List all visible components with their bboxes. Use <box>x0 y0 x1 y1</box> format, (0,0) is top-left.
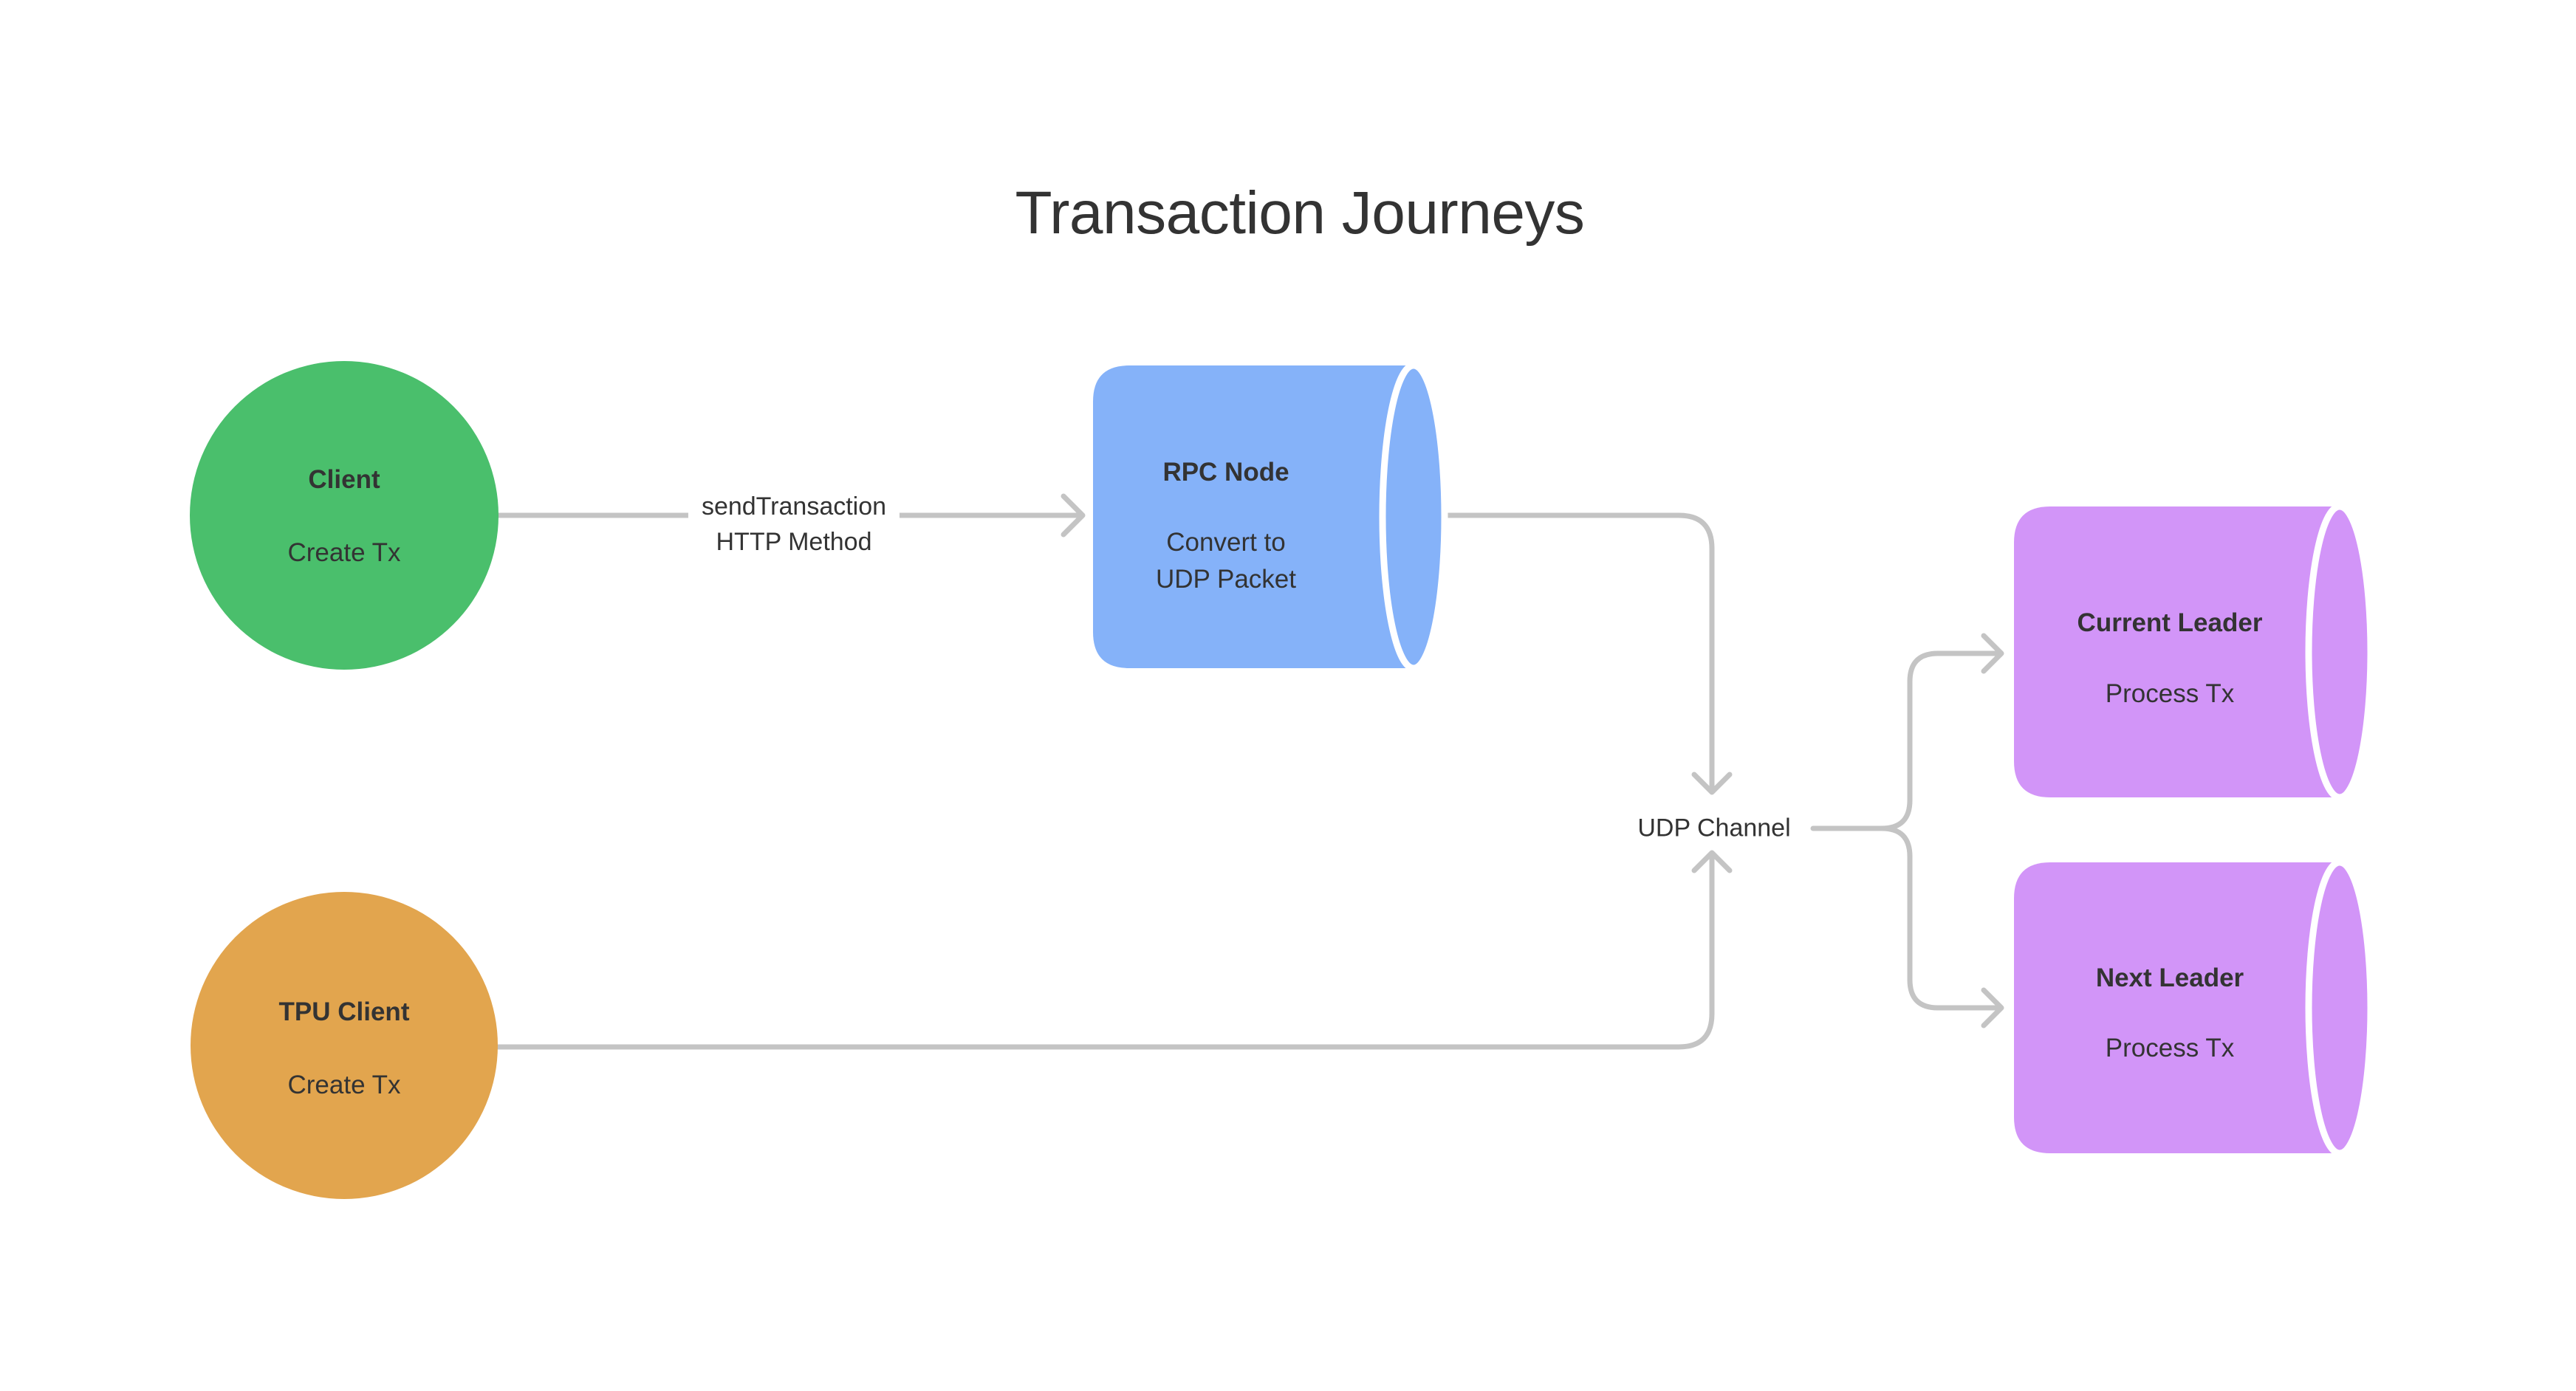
fork-branch-to-current-leader <box>1879 650 2000 831</box>
tpu-client-node-subtitle: Create Tx <box>287 1071 401 1099</box>
arrow-right-icon <box>1981 987 2004 1028</box>
tpu-client-node-title: TPU Client <box>278 997 410 1026</box>
rpc-node-subtitle-line2: UDP Packet <box>1156 565 1296 594</box>
rpc-node-subtitle-line1: Convert to <box>1166 528 1286 557</box>
edge-udp-channel-fork <box>1810 633 2004 1028</box>
rpc-node-title: RPC Node <box>1162 458 1289 487</box>
arrow-up-icon <box>1691 850 1733 873</box>
arrow-down-icon <box>1691 772 1733 795</box>
rpc-node-shape <box>1093 362 1448 672</box>
client-node-subtitle: Create Tx <box>287 538 401 567</box>
edge-rpc-to-udp-channel <box>1443 512 1733 795</box>
send-transaction-edge-label: sendTransaction HTTP Method <box>688 486 900 563</box>
arrow-right-icon <box>1981 633 2004 674</box>
tpu-client-node-shape <box>191 892 498 1199</box>
current-leader-node-shape <box>2014 503 2374 801</box>
send-transaction-edge-label-line1: sendTransaction <box>701 492 887 521</box>
current-leader-node-subtitle: Process Tx <box>2105 679 2235 708</box>
client-node-shape <box>190 361 499 670</box>
page-title: Transaction Journeys <box>1015 179 1585 247</box>
current-leader-node-title: Current Leader <box>2077 608 2263 637</box>
client-node-title: Client <box>308 465 380 494</box>
next-leader-node-shape <box>2014 859 2374 1157</box>
udp-channel-edge-label: UDP Channel <box>1628 811 1800 846</box>
arrow-right-icon <box>1061 493 1086 537</box>
send-transaction-edge-label-line2: HTTP Method <box>716 528 872 556</box>
edge-tpu-to-udp-channel <box>495 850 1733 1050</box>
next-leader-node-subtitle: Process Tx <box>2105 1034 2235 1062</box>
next-leader-node-title: Next Leader <box>2095 964 2244 992</box>
fork-branch-to-next-leader <box>1879 825 2000 1011</box>
rpc-node-subtitle: Convert to UDP Packet <box>1156 524 1296 598</box>
